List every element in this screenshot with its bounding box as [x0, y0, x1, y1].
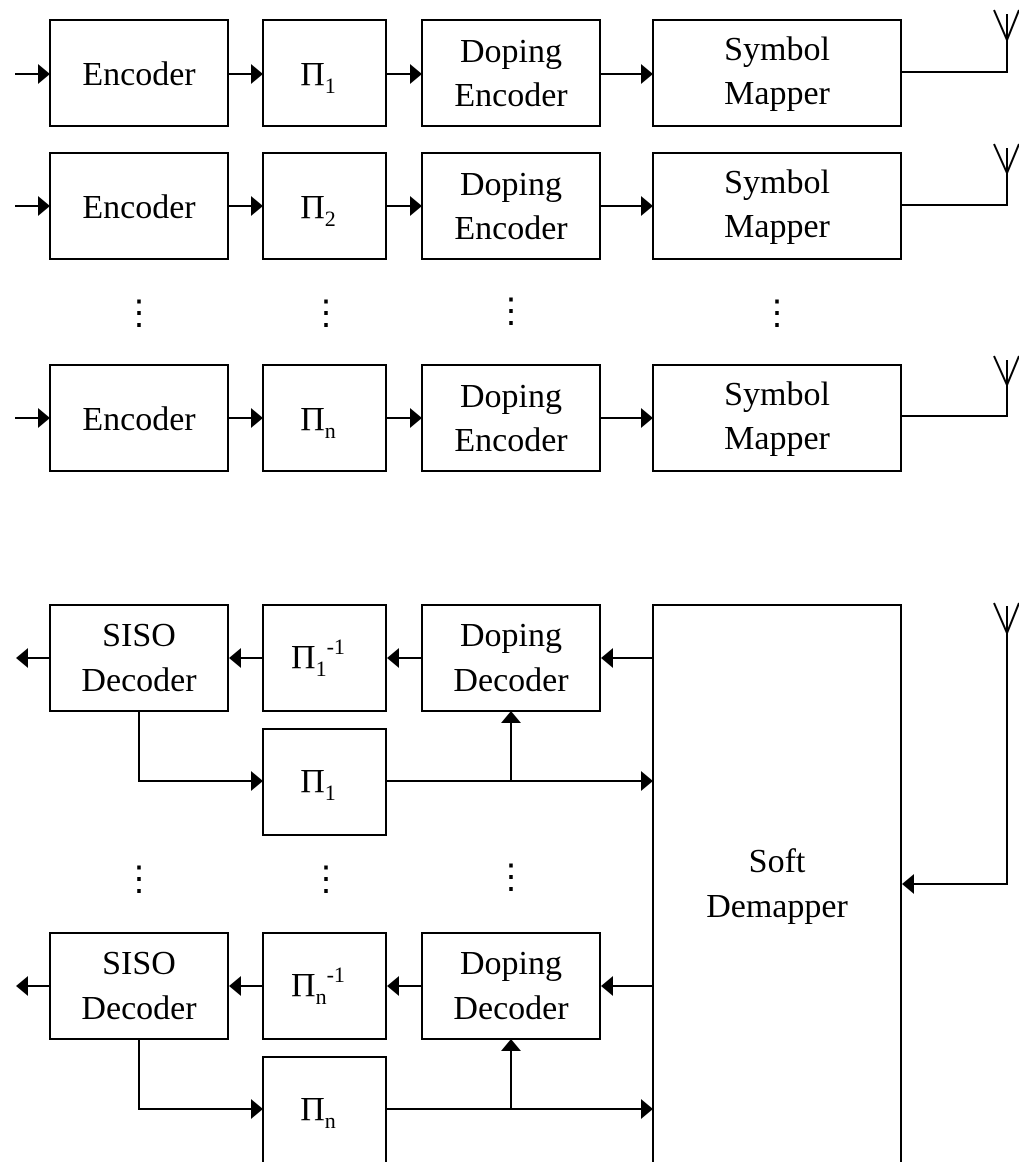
- doping-encoder-line2-2: Encoder: [454, 210, 568, 247]
- ellipsis: ⋮: [760, 295, 794, 332]
- ellipsis: ⋮: [494, 293, 528, 330]
- symbol-mapper-box-n: [652, 364, 902, 472]
- ellipsis: ⋮: [309, 295, 343, 332]
- encoder-label-n: Encoder: [82, 401, 196, 438]
- antenna-icon: [993, 602, 1019, 636]
- feedback-wire-1: [138, 711, 252, 782]
- arrow-head: [641, 771, 653, 791]
- arrow-head: [229, 976, 241, 996]
- arrow-head: [641, 1099, 653, 1119]
- encoder-label-1: Encoder: [82, 56, 196, 93]
- arrow-head: [641, 64, 653, 84]
- arrow-head: [251, 196, 263, 216]
- arrow-head: [38, 408, 50, 428]
- interleaver-label-2: Π2: [300, 189, 336, 231]
- arrow-head: [251, 1099, 263, 1119]
- encoder-label-2: Encoder: [82, 189, 196, 226]
- arrow-head: [902, 874, 914, 894]
- soft-demapper-box: [652, 604, 902, 1162]
- deinterleaver-label-1: Π1-1: [291, 634, 345, 681]
- arrow-head: [229, 648, 241, 668]
- antenna-feed-1: [901, 14, 1008, 73]
- siso-decoder-line2-1: Decoder: [81, 662, 197, 699]
- doping-decoder-line2-1: Decoder: [453, 662, 569, 699]
- arrow-head: [387, 976, 399, 996]
- arrow-head: [251, 771, 263, 791]
- arrow-head: [251, 64, 263, 84]
- interleaver-feedback-label-1: Π1: [300, 763, 336, 805]
- antenna-feed-2: [901, 148, 1008, 206]
- arrow-head: [387, 648, 399, 668]
- antenna-feed-n: [901, 360, 1008, 417]
- soft-demapper: Soft Demapper: [652, 602, 1019, 1162]
- tx-row-2: Encoder Π2 Doping Encoder Symbol Mapper: [15, 143, 1019, 260]
- arrow-head: [16, 976, 28, 996]
- doping-decoder-line1-n: Doping: [460, 945, 562, 982]
- symbol-mapper-line1-1: Symbol: [724, 31, 830, 68]
- antenna-icon: [993, 9, 1019, 43]
- rx-row-1: SISO Decoder Π1-1 Doping Decoder Π1: [16, 604, 653, 836]
- antenna-icon: [993, 143, 1019, 176]
- soft-demapper-line1: Soft: [749, 843, 806, 880]
- arrow-head: [501, 1039, 521, 1051]
- doping-decoder-line2-n: Decoder: [453, 990, 569, 1027]
- doping-encoder-line1-1: Doping: [460, 33, 562, 70]
- symbol-mapper-line2-2: Mapper: [724, 208, 830, 245]
- doping-encoder-line1-2: Doping: [460, 166, 562, 203]
- arrow-head: [410, 408, 422, 428]
- doping-encoder-line2-n: Encoder: [454, 422, 568, 459]
- arrow-head: [16, 648, 28, 668]
- symbol-mapper-line1-2: Symbol: [724, 164, 830, 201]
- doping-decoder-line1-1: Doping: [460, 617, 562, 654]
- ellipsis: ⋮: [494, 859, 528, 896]
- symbol-mapper-line1-n: Symbol: [724, 376, 830, 413]
- arrow-head: [601, 648, 613, 668]
- ellipsis: ⋮: [309, 861, 343, 898]
- symbol-mapper-line2-1: Mapper: [724, 75, 830, 112]
- arrow-head: [641, 196, 653, 216]
- symbol-mapper-line2-n: Mapper: [724, 420, 830, 457]
- feedback-wire-n: [138, 1039, 252, 1110]
- antenna-icon: [993, 355, 1019, 388]
- arrow-head: [251, 408, 263, 428]
- doping-encoder-line2-1: Encoder: [454, 77, 568, 114]
- arrow-head: [38, 64, 50, 84]
- tx-ellipses: ⋮ ⋮ ⋮ ⋮: [122, 293, 794, 332]
- arrow-head: [410, 64, 422, 84]
- tx-row-1: Encoder Π1 Doping Encoder Symbol Mapper: [15, 9, 1019, 127]
- doping-encoder-line1-n: Doping: [460, 378, 562, 415]
- interleaver-feedback-label-n: Πn: [300, 1091, 336, 1133]
- arrow-head: [38, 196, 50, 216]
- siso-decoder-line1-n: SISO: [102, 945, 176, 982]
- deinterleaver-label-n: Πn-1: [291, 962, 345, 1009]
- ellipsis: ⋮: [122, 295, 156, 332]
- arrow-head: [601, 976, 613, 996]
- siso-decoder-line1-1: SISO: [102, 617, 176, 654]
- interleaver-label-n: Πn: [300, 401, 336, 443]
- ellipsis: ⋮: [122, 861, 156, 898]
- tx-row-n: Encoder Πn Doping Encoder Symbol Mapper: [15, 355, 1019, 472]
- soft-demapper-line2: Demapper: [706, 888, 848, 925]
- rx-ellipses: ⋮ ⋮ ⋮: [122, 859, 528, 898]
- arrow-head: [641, 408, 653, 428]
- arrow-head: [501, 711, 521, 723]
- interleaver-label-1: Π1: [300, 56, 336, 98]
- rx-row-n: SISO Decoder Πn-1 Doping Decoder Πn: [16, 932, 653, 1162]
- arrow-head: [410, 196, 422, 216]
- siso-decoder-line2-n: Decoder: [81, 990, 197, 1027]
- rx-antenna-feed: [913, 606, 1008, 885]
